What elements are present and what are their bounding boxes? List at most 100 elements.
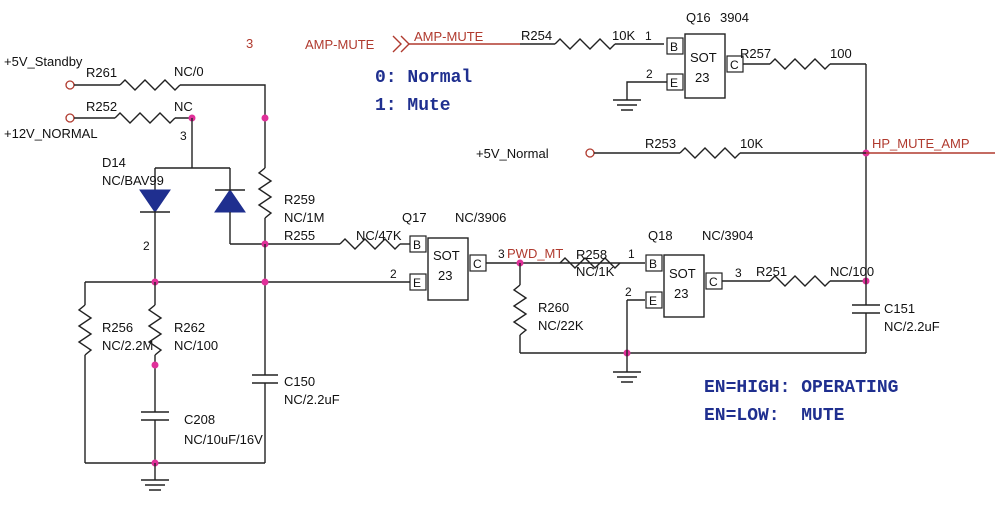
r253-ref: R253 [645,136,676,151]
resistor-r259 [257,167,273,219]
c150-ref: C150 [284,374,315,389]
capacitor-c150 [252,374,278,384]
note-mode-mute: 1: Mute [375,96,451,116]
resistor-r261 [119,79,181,91]
junction-dot [261,114,269,122]
q18-pin3: 3 [735,266,742,280]
d14-ref: D14 [102,155,126,170]
r260-value: NC/22K [538,318,584,333]
r256-ref: R256 [102,320,133,335]
q16-pin-c-label: C [730,58,739,72]
net-amp-mute-in: AMP-MUTE [305,37,375,52]
r258-value: NC/1K [576,264,615,279]
q18-pin-b-label: B [649,257,657,271]
q18-value: NC/3904 [702,228,753,243]
r257-value: 100 [830,46,852,61]
connector-5v-standby [65,80,75,90]
resistor-r255 [339,238,401,250]
net-5v-standby: +5V_Standby [4,54,83,69]
q16-package-2: 23 [695,70,709,85]
q18-pin1: 1 [628,247,635,261]
d14-pin3: 3 [180,129,187,143]
resistor-r260 [512,284,528,336]
r262-ref: R262 [174,320,205,335]
q17-value: NC/3906 [455,210,506,225]
r254-ref: R254 [521,28,552,43]
q16-pin2: 2 [646,67,653,81]
net-12v-normal: +12V_NORMAL [4,126,98,141]
c150-value: NC/2.2uF [284,392,340,407]
c151-value: NC/2.2uF [884,319,940,334]
q18-pin-c-label: C [709,275,718,289]
diode-d14-b-icon [214,189,246,213]
q18-ref: Q18 [648,228,673,243]
q18-package-2: 23 [674,286,688,301]
q17-pin2: 2 [390,267,397,281]
q18-pin-b [645,254,663,272]
r251-value: NC/100 [830,264,874,279]
capacitor-c151 [852,304,880,314]
r256-value: NC/2.2M [102,338,153,353]
junction-dot [261,278,269,286]
r260-ref: R260 [538,300,569,315]
q17-pin-e [409,273,427,291]
q16-ref: Q16 [686,10,711,25]
ground-icon [613,81,667,111]
offpage-connector-icon [392,35,410,53]
q18-pin-e-label: E [649,294,657,308]
r254-value: 10K [612,28,635,43]
q17-package-1: SOT [433,248,460,263]
q16-pin-b [666,37,684,55]
resistor-r256 [77,304,93,356]
note-en-high: EN=HIGH: OPERATING [704,378,898,398]
c208-value: NC/10uF/16V [184,432,263,447]
net-amp-mute-out: AMP-MUTE [414,29,484,44]
transistor-q17 [427,237,469,301]
r259-ref: R259 [284,192,315,207]
junction-dot [151,361,159,369]
r252-ref: R252 [86,99,117,114]
q16-pin-b-label: B [670,40,678,54]
ground-icon [141,463,169,491]
q18-pin2: 2 [625,285,632,299]
net-5v-normal: +5V_Normal [476,146,549,161]
q16-value: 3904 [720,10,749,25]
net-pwd-mt: PWD_MT [507,246,563,261]
capacitor-c208 [141,411,169,421]
c208-ref: C208 [184,412,215,427]
resistor-r254 [554,38,616,50]
resistor-r252 [114,112,176,124]
ground-icon [613,353,641,383]
r257-ref: R257 [740,46,771,61]
transistor-q16 [684,33,726,99]
q17-ref: Q17 [402,210,427,225]
r262-value: NC/100 [174,338,218,353]
r253-value: 10K [740,136,763,151]
q18-pin-e [645,291,663,309]
r258-ref: R258 [576,247,607,262]
connector-12v-normal [65,113,75,123]
r255-ref: R255 [284,228,315,243]
resistor-r253 [679,147,741,159]
q17-pin-b [409,235,427,253]
r259-value: NC/1M [284,210,324,225]
q16-pin1: 1 [645,29,652,43]
transistor-q18 [663,254,705,318]
r255-value: NC/47K [356,228,402,243]
resistor-r258 [559,257,621,269]
note-en-low: EN=LOW: MUTE [704,406,845,426]
resistor-r262 [147,304,163,356]
net-hp-mute-amp: HP_MUTE_AMP [872,136,970,151]
r252-value: NC [174,99,193,114]
d14-value: NC/BAV99 [102,173,164,188]
d14-pin2: 2 [143,239,150,253]
resistor-r251 [769,275,831,287]
note-mode-normal: 0: Normal [375,68,472,88]
q16-package-1: SOT [690,50,717,65]
stray-pin-label: 3 [246,36,253,51]
q17-pin-c-label: C [473,257,482,271]
connector-5v-normal [585,148,595,158]
q17-pin-b-label: B [413,238,421,252]
q18-package-1: SOT [669,266,696,281]
